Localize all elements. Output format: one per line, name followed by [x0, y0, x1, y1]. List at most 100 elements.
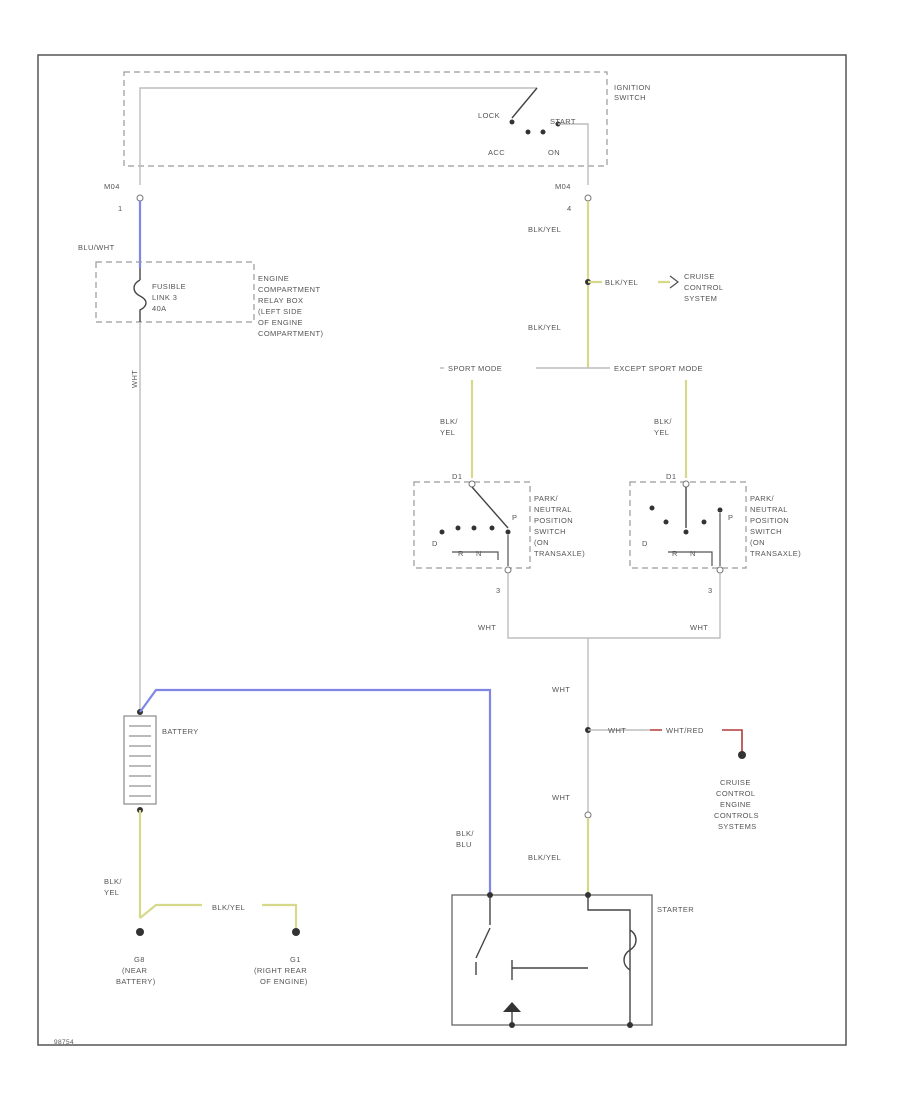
- wire-tag-bg: [662, 725, 722, 734]
- cruise-line3: SYSTEM: [684, 294, 717, 303]
- diagram-code: 98754: [54, 1039, 74, 1046]
- pnp-merge-bar: [507, 573, 721, 639]
- pnp-left-line2: NEUTRAL: [534, 505, 572, 514]
- ignition-contact-on: [540, 129, 546, 135]
- wire-label-blk-blu-1: BLK/: [456, 829, 474, 838]
- connector-m04-right: M04 4: [555, 182, 592, 213]
- pnp-left-line5: (ON: [534, 538, 549, 547]
- pnp-left-pos-d: D: [432, 539, 438, 548]
- ignition-switch: LOCK START ACC ON IGNITION SWITCH: [123, 71, 651, 185]
- pnp-left-line4: SWITCH: [534, 527, 566, 536]
- pnp-left-bus: [452, 551, 499, 560]
- cruise-ecm-line1: CRUISE: [720, 778, 751, 787]
- wire-blk-blu: [139, 688, 492, 892]
- pnp-right-line4: SWITCH: [750, 527, 782, 536]
- starter-ground-right: [627, 1022, 633, 1028]
- wire-tag-bg: [602, 277, 658, 286]
- pnp-left-contact: [439, 529, 445, 535]
- starter-connector: [584, 811, 592, 819]
- ignition-wire-out: [558, 123, 589, 185]
- connector-right-terminal: [584, 194, 592, 202]
- wire-label-blk-yel-right-1: BLK/: [654, 417, 672, 426]
- pnp-right-bus: [668, 551, 713, 566]
- ignition-pos-on: ON: [548, 148, 560, 157]
- ignition-wire-top: [139, 87, 537, 185]
- starter-coil-icon: [623, 929, 637, 971]
- connector-right-name: M04: [555, 182, 571, 191]
- ignition-pos-acc: ACC: [488, 148, 505, 157]
- ground-g8-line2: BATTERY): [116, 977, 156, 986]
- ground-g1-line1: (RIGHT REAR: [254, 966, 307, 975]
- mode-label-sport: SPORT MODE: [448, 364, 502, 373]
- relay-box: FUSIBLE LINK 3 40A ENGINE COMPARTMENT RE…: [95, 261, 323, 338]
- starter-ground-left: [509, 1022, 515, 1028]
- pnp-right-contact: [683, 529, 689, 535]
- relay-box-outline: [95, 261, 255, 323]
- pnp-left-pin-top: D1: [452, 472, 462, 481]
- fusible-link-line2: LINK 3: [152, 293, 177, 302]
- connector-m04-left: M04 1: [104, 182, 144, 213]
- pnp-right-pin-top: D1: [666, 472, 676, 481]
- pnp-left-contact: [489, 525, 495, 531]
- wire-tag-wht-red: WHT/RED: [666, 726, 704, 735]
- fusible-link-line1: FUSIBLE: [152, 282, 186, 291]
- pnp-right-pin-bottom: 3: [708, 586, 713, 595]
- wire-label-blk-yel-left-2: YEL: [440, 428, 455, 437]
- starter-terminal-s: [585, 892, 591, 898]
- pnp-left-pin-bottom: 3: [496, 586, 501, 595]
- pnp-left-arm: [471, 486, 509, 529]
- relay-box-line1: ENGINE: [258, 274, 289, 283]
- pnp-right-pos-p: P: [728, 513, 733, 522]
- ignition-contact-acc: [525, 129, 531, 135]
- wire-label-wht-vertical: WHT: [130, 370, 139, 388]
- wire-label-blk-blu-2: BLU: [456, 840, 472, 849]
- relay-box-line2: COMPARTMENT: [258, 285, 320, 294]
- pnp-left-box: [413, 481, 531, 569]
- relay-box-line3: RELAY BOX: [258, 296, 303, 305]
- wire-label-blu-wht: BLU/WHT: [78, 243, 115, 252]
- wire-label-blk-yel-left-1: BLK/: [440, 417, 458, 426]
- wire-tag-blk-yel-ground: BLK/YEL: [212, 903, 245, 912]
- pnp-left-contact: [455, 525, 461, 531]
- ground-g8-symbol: [136, 928, 144, 936]
- wire-label-blk-yel-2: BLK/YEL: [528, 323, 561, 332]
- pnp-right-line1: PARK/: [750, 494, 774, 503]
- pnp-left-pos-r: R: [458, 549, 464, 558]
- pnp-right-line2: NEUTRAL: [750, 505, 788, 514]
- wire-label-wht-right: WHT: [690, 623, 708, 632]
- wire-label-wht-left: WHT: [478, 623, 496, 632]
- diagram-border: [37, 54, 847, 1046]
- starter-terminal-b: [487, 892, 493, 898]
- wire-label-wht-lower: WHT: [552, 793, 570, 802]
- starter-solenoid-wire: [587, 898, 631, 1025]
- pnp-left-line1: PARK/: [534, 494, 558, 503]
- pnp-right-pos-r: R: [672, 549, 678, 558]
- pnp-right-contact: [649, 505, 655, 511]
- ignition-pos-start: START: [550, 117, 576, 126]
- wire-label-blk-yel-1: BLK/YEL: [528, 225, 561, 234]
- relay-box-line6: COMPARTMENT): [258, 329, 323, 338]
- mode-tag-bg: [610, 362, 750, 373]
- battery-outline: [123, 715, 157, 805]
- cruise-ecm-line2: CONTROL: [716, 789, 755, 798]
- ground-g1-id: G1: [290, 955, 301, 964]
- wire-label-blk-yel-batt-1: BLK/: [104, 877, 122, 886]
- starter-motor-icon: [503, 1002, 521, 1012]
- pnp-right-pos-n: N: [690, 549, 696, 558]
- pnp-switch-right: D1 D R N P 3 PARK/ NEUTRAL POSITION SWIT…: [629, 472, 801, 595]
- ignition-contact-arm: [511, 87, 538, 119]
- wire-label-blk-yel-batt-2: YEL: [104, 888, 119, 897]
- connector-left-pin: 1: [118, 204, 123, 213]
- ignition-switch-title-1: IGNITION: [614, 83, 651, 92]
- ground-g8-id: G8: [134, 955, 145, 964]
- cruise-ecm-line5: SYSTEMS: [718, 822, 757, 831]
- pnp-left-pos-n: N: [476, 549, 482, 558]
- ignition-switch-title-2: SWITCH: [614, 93, 646, 102]
- ecm-terminal: [738, 751, 746, 759]
- wire-tag-cruise: BLK/YEL: [605, 278, 638, 287]
- pnp-right-line5: (ON: [750, 538, 765, 547]
- cruise-ecm-line4: CONTROLS: [714, 811, 759, 820]
- starter-contact-arm: [475, 927, 491, 959]
- pnp-switch-left: D1 D R N P 3 PARK/ NEUTRAL POSITION SWIT…: [413, 472, 585, 595]
